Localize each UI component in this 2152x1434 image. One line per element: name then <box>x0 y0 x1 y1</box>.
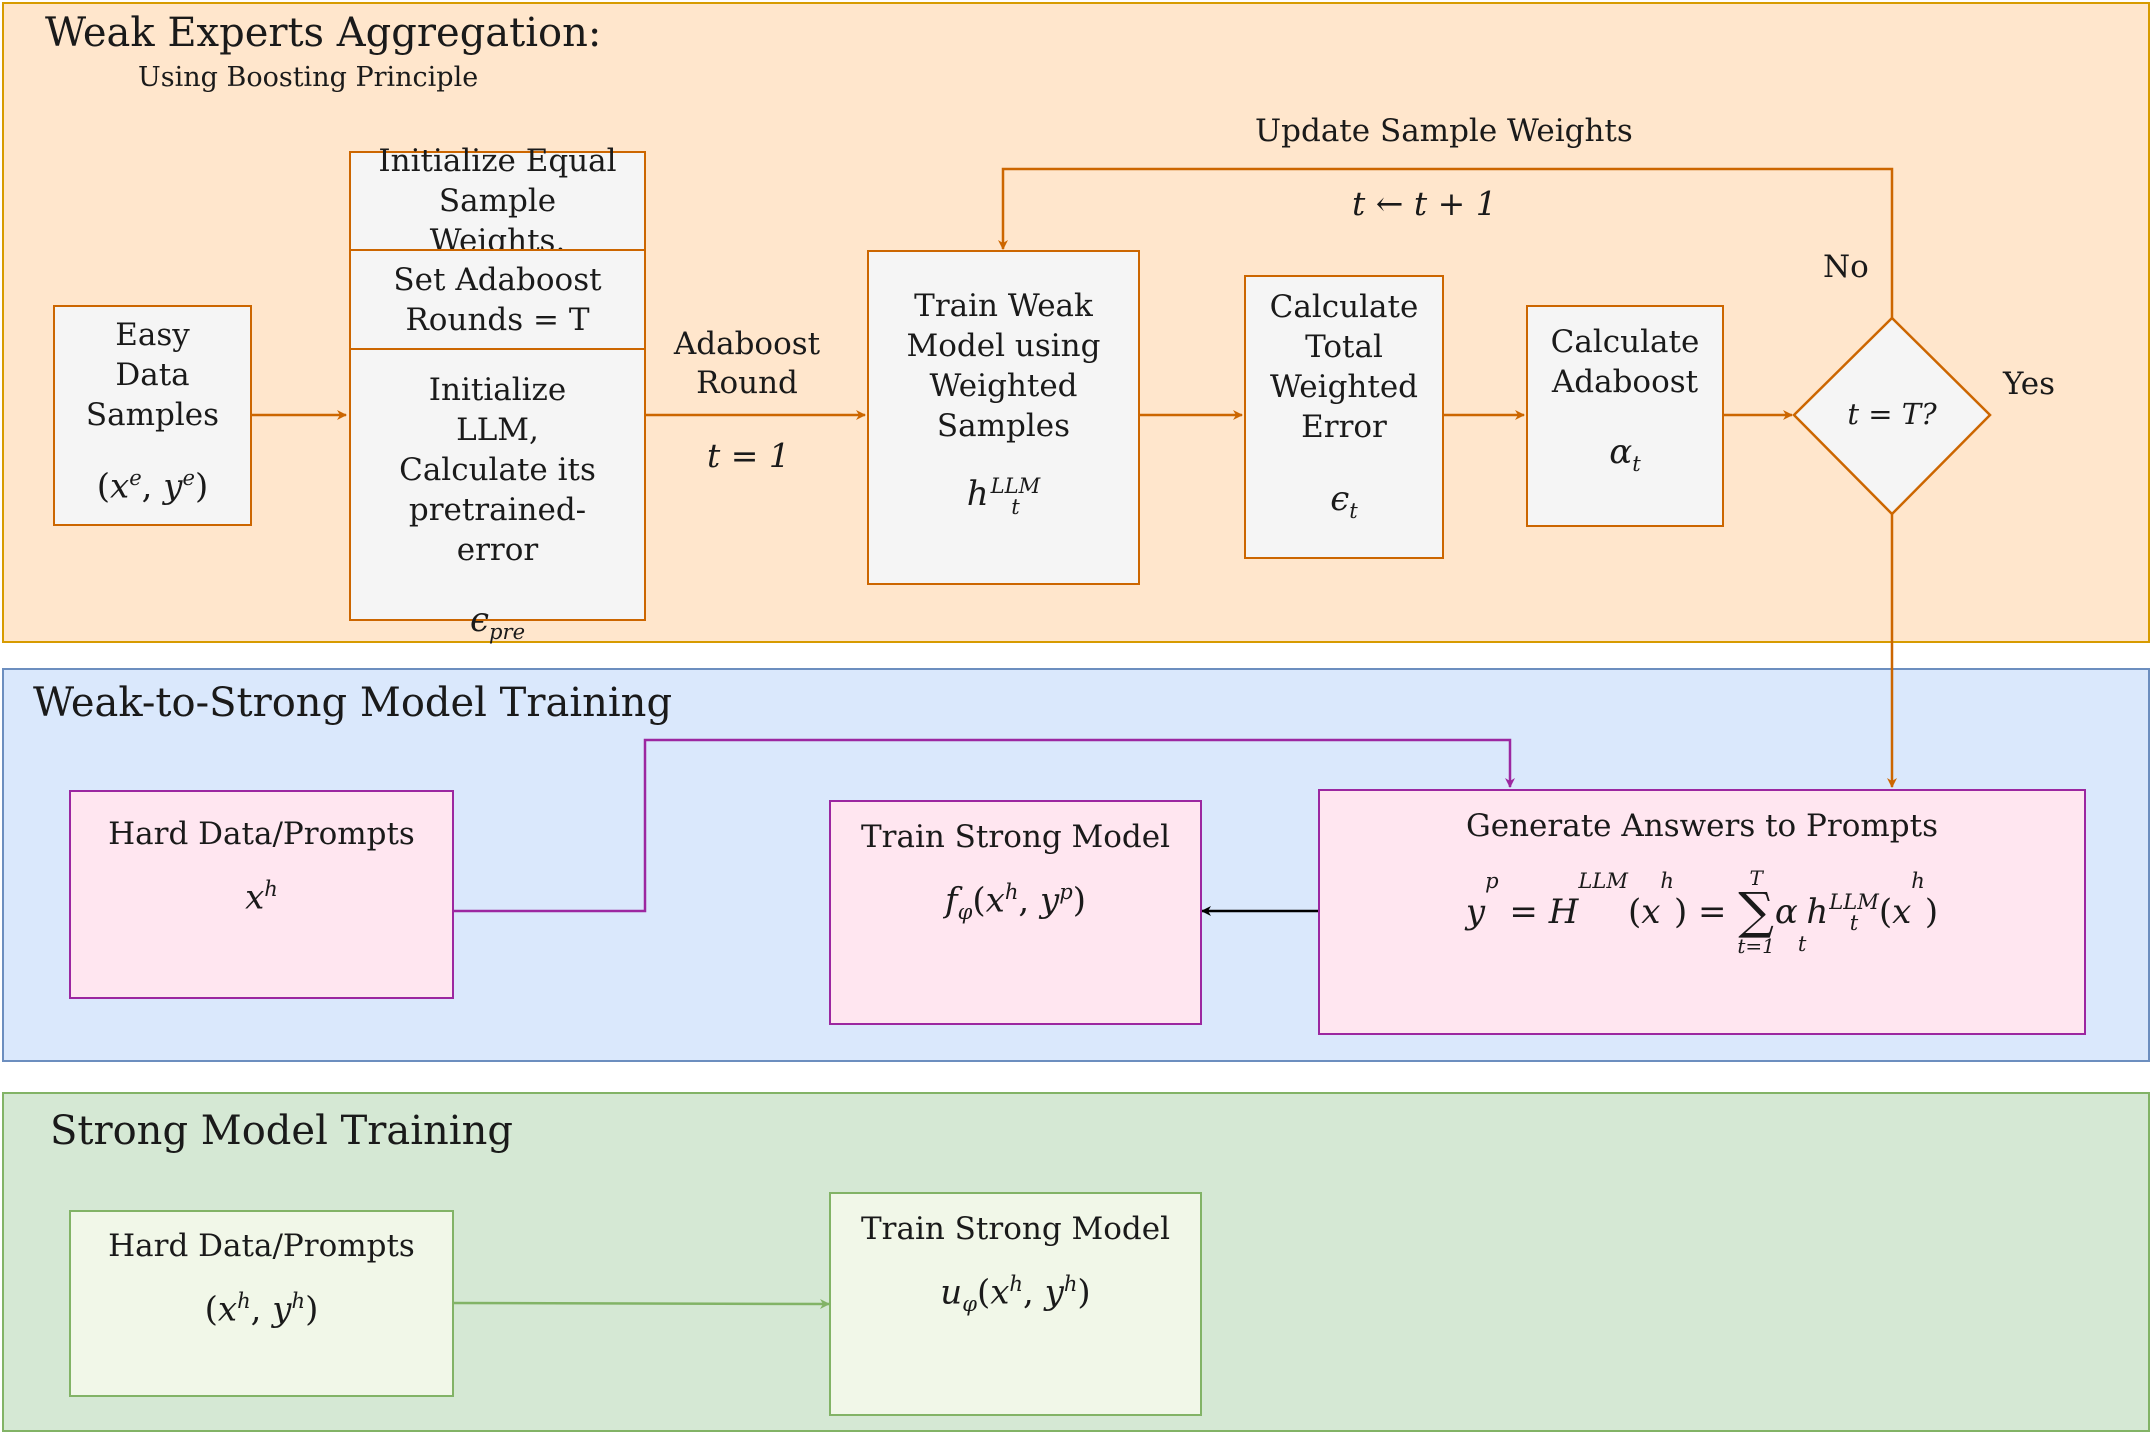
hard-data-node-1: Hard Data/Prompts xh <box>69 790 454 999</box>
train-strong-math-2: uφ(xh, yh) <box>940 1271 1091 1317</box>
t-init-label: t = 1 <box>707 436 790 475</box>
train-weak-label: Train Weak Model using Weighted Samples <box>906 288 1101 444</box>
update-weights-label: Update Sample Weights <box>1255 113 1633 149</box>
hard-data-label-1: Hard Data/Prompts <box>108 816 415 852</box>
total-error-label: Calculate Total Weighted Error <box>1269 289 1419 445</box>
hard-data-math-2: (xh, yh) <box>204 1288 319 1330</box>
init-weights-node: Initialize Equal Sample Weights. <box>349 143 646 259</box>
init-llm-math: ϵpre <box>469 600 526 644</box>
t-increment-label: t ← t + 1 <box>1352 184 1497 223</box>
edge-hard2-to-strong2 <box>451 1298 830 1309</box>
edge-hard-to-generate <box>452 738 1515 913</box>
train-strong-node-1: Train Strong Model fφ(xh, yp) <box>829 800 1202 1025</box>
decision-diamond <box>1792 316 1992 516</box>
adaboost-alpha-label: Calculate Adaboost <box>1550 324 1700 400</box>
train-weak-node: Train Weak Model using Weighted Samples … <box>867 250 1140 585</box>
total-error-node: Calculate Total Weighted Error ϵt <box>1244 275 1444 559</box>
hard-data-node-2: Hard Data/Prompts (xh, yh) <box>69 1210 454 1397</box>
decision-label: t = T? <box>1847 397 1937 431</box>
adaboost-alpha-node: Calculate Adaboost αt <box>1526 305 1724 527</box>
weak-experts-title: Weak Experts Aggregation: <box>45 10 602 56</box>
set-rounds-label: Set Adaboost Rounds = T <box>393 261 602 338</box>
easy-data-label: Easy Data Samples <box>85 317 220 433</box>
init-llm-label: Initialize LLM, Calculate its pretrained… <box>399 372 596 568</box>
adaboost-alpha-math: αt <box>1609 432 1641 476</box>
easy-data-math: (xe, ye) <box>96 465 209 507</box>
no-label: No <box>1823 249 1869 285</box>
set-rounds-node: Set Adaboost Rounds = T <box>349 249 646 350</box>
adaboost-round-label: Adaboost Round <box>673 326 821 401</box>
hard-data-math-1: xh <box>245 876 278 918</box>
train-strong-label-1: Train Strong Model <box>860 819 1171 855</box>
init-llm-node: Initialize LLM, Calculate its pretrained… <box>349 348 646 644</box>
easy-data-node: Easy Data Samples (xe, ye) <box>53 305 252 526</box>
total-error-math: ϵt <box>1330 479 1358 523</box>
weak-to-strong-title: Weak-to-Strong Model Training <box>33 680 673 726</box>
hard-data-label-2: Hard Data/Prompts <box>108 1228 415 1264</box>
train-strong-label-2: Train Strong Model <box>860 1211 1171 1247</box>
init-weights-label: Initialize Equal Sample Weights. <box>378 143 617 259</box>
strong-training-title: Strong Model Training <box>50 1108 513 1154</box>
yes-label: Yes <box>2003 366 2056 402</box>
train-strong-math-1: fφ(xh, yp) <box>945 879 1086 925</box>
train-strong-node-2: Train Strong Model uφ(xh, yh) <box>829 1192 1202 1416</box>
edge-loop-no <box>998 167 1894 318</box>
weak-experts-subtitle: Using Boosting Principle <box>138 62 479 93</box>
generate-answers-label: Generate Answers to Prompts <box>1465 808 1939 844</box>
